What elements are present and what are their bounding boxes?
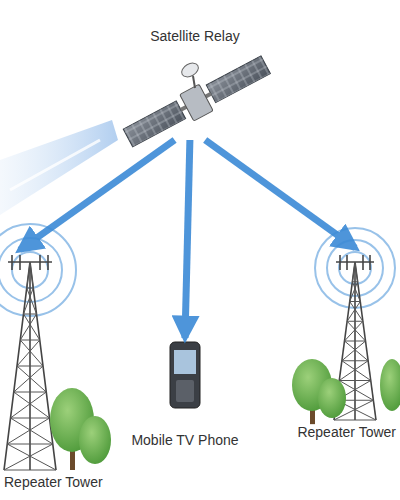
node-label: Repeater Tower xyxy=(295,424,398,440)
tower-brace xyxy=(352,262,357,282)
tower-brace xyxy=(347,302,363,322)
tower-brace xyxy=(4,444,56,470)
trees xyxy=(50,359,400,470)
tower-node: Repeater Tower xyxy=(2,250,120,490)
tower-brace xyxy=(27,262,34,288)
tower-brace xyxy=(7,418,53,444)
phone-node: Mobile TV Phone xyxy=(115,338,255,448)
uplink-beam xyxy=(0,120,118,215)
tower-brace xyxy=(24,288,37,314)
satellite-node: Satellite Relay xyxy=(110,28,280,140)
tower-brace xyxy=(17,340,43,366)
tower-brace xyxy=(339,361,371,381)
signal-arrow xyxy=(185,140,190,338)
satellite xyxy=(121,52,273,152)
tower-brace xyxy=(14,366,47,392)
mobile-phone xyxy=(170,342,200,408)
tower-brace xyxy=(345,321,366,341)
node-label: Repeater Tower xyxy=(2,474,105,490)
tower-brace xyxy=(20,314,40,340)
uplink-arrow xyxy=(10,140,100,190)
tower-brace xyxy=(342,341,368,361)
tower-node: Repeater Tower xyxy=(291,248,398,440)
node-label: Satellite Relay xyxy=(148,28,242,44)
signal-arrow xyxy=(20,140,175,250)
lattice-tower xyxy=(4,255,56,470)
signal-arrow xyxy=(205,140,355,248)
node-label: Mobile TV Phone xyxy=(129,432,240,448)
tower-brace xyxy=(350,282,361,302)
tower-brace xyxy=(11,392,50,418)
